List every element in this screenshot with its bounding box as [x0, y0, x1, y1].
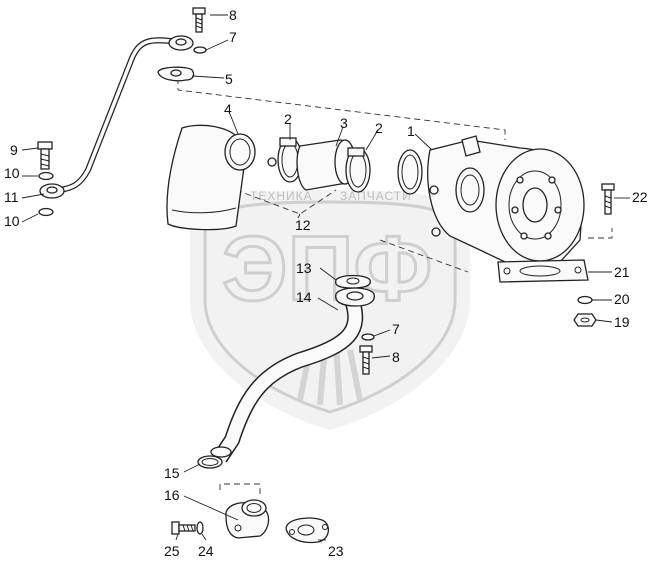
callout-9: 9	[10, 142, 18, 158]
turbine-flange-gasket	[497, 259, 589, 283]
washer-left-upper	[38, 171, 54, 181]
watermark-brand-left: ТЕХНИКА	[250, 189, 313, 203]
callout-16: 16	[164, 487, 180, 503]
callout-20: 20	[614, 291, 630, 307]
oil-feed-pipe	[39, 35, 194, 199]
callout-2-left: 2	[284, 111, 292, 127]
callout-8-top: 8	[229, 7, 237, 23]
watermark-wheat-icon	[297, 344, 363, 406]
watermark-shield	[190, 190, 470, 430]
intake-elbow	[166, 124, 256, 231]
callout-21: 21	[614, 264, 630, 280]
clamp-screw	[267, 157, 277, 167]
callout-24: 24	[198, 543, 214, 559]
callout-numbers: 8 7 5 4 2 3 2 1 9 10 11 10 12 13 14 7 8 …	[4, 7, 648, 559]
drain-fitting	[225, 499, 270, 539]
watermark-logo-letters: ЭПФ	[222, 218, 432, 320]
callout-10-lower: 10	[4, 213, 20, 229]
callout-1: 1	[407, 123, 415, 139]
gasket-top	[157, 66, 195, 82]
callout-14: 14	[296, 289, 312, 305]
sealing-ring	[397, 149, 423, 195]
assembly-guide-lines	[177, 78, 613, 496]
o-ring	[197, 455, 223, 469]
bolt-top	[192, 7, 206, 33]
callout-19: 19	[614, 314, 630, 330]
turbocharger	[427, 135, 585, 263]
washer-middle	[361, 333, 375, 341]
washer-right	[577, 295, 593, 305]
leader-lines	[21, 14, 630, 541]
bolt-left	[37, 141, 53, 170]
callout-23: 23	[328, 543, 344, 559]
callout-8-middle: 8	[392, 349, 400, 365]
watermark-brand-right: ЗАПЧАСТИ	[340, 189, 412, 203]
callout-7-middle: 7	[392, 321, 400, 337]
hose-clamp-right	[345, 147, 371, 193]
washer-top	[193, 46, 207, 54]
fitting-washer	[196, 521, 204, 535]
drain-pipe-flange	[335, 287, 375, 307]
bolt-middle	[359, 345, 373, 375]
callout-13: 13	[296, 260, 312, 276]
callout-3: 3	[340, 115, 348, 131]
callout-2-right: 2	[375, 120, 383, 136]
washer-left-lower	[38, 207, 54, 217]
callout-10-upper: 10	[4, 165, 20, 181]
callout-15: 15	[164, 465, 180, 481]
bolt-right	[601, 183, 615, 215]
compressor-outlet	[455, 167, 485, 213]
oil-drain-pipe	[210, 297, 364, 463]
nut-right	[573, 313, 597, 327]
callout-12: 12	[295, 217, 311, 233]
fitting-gasket	[285, 517, 329, 544]
fitting-bolt	[171, 521, 196, 535]
callout-5: 5	[225, 71, 233, 87]
watermark: ЭПФ ТЕХНИКА ЗАПЧАСТИ	[190, 189, 470, 430]
callout-22: 22	[632, 189, 648, 205]
callout-25: 25	[164, 543, 180, 559]
callout-7-top: 7	[229, 29, 237, 45]
callout-11: 11	[4, 189, 19, 205]
callout-4: 4	[224, 101, 232, 117]
gasket-13	[334, 274, 371, 289]
